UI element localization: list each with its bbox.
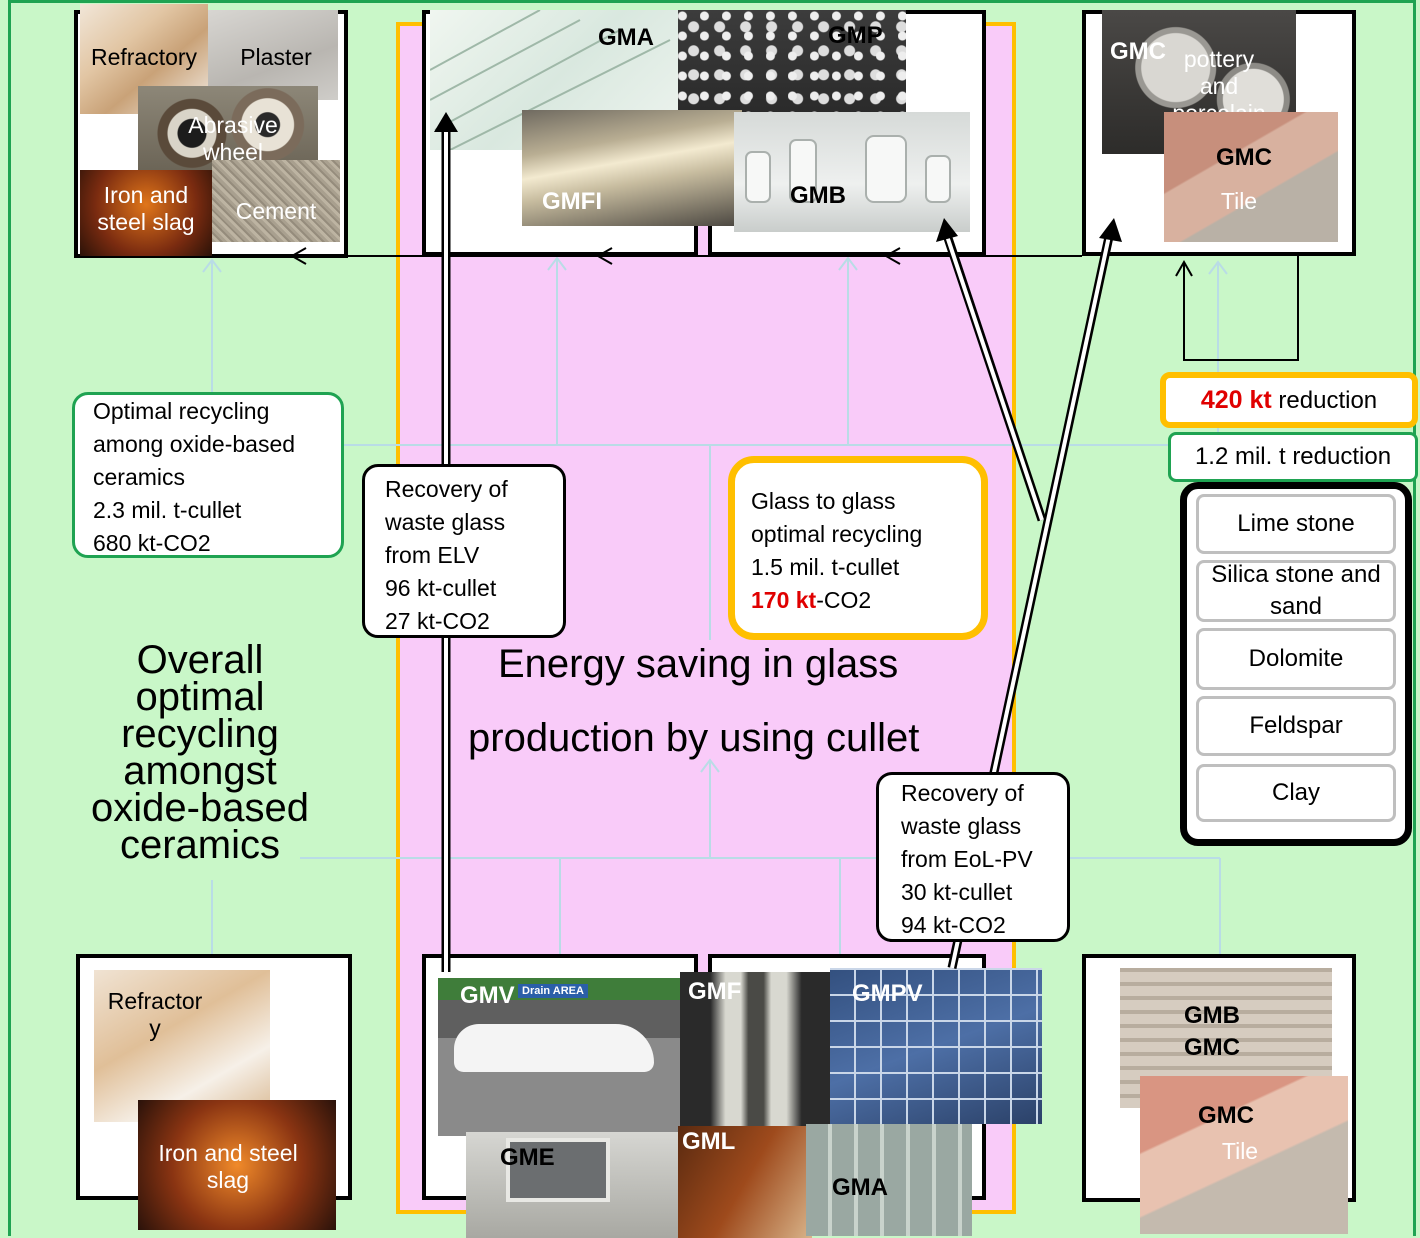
gmf-fluorescent-photo: GMF <box>680 972 832 1126</box>
gma-building-photo: GMA <box>806 1124 972 1236</box>
car-body <box>454 1024 654 1072</box>
center-title-line2: production by using cullet <box>468 716 920 760</box>
gmc-tag-bottom-2: GMC <box>1198 1102 1254 1129</box>
g2g-line-3: 1.5 mil. t-cullet <box>751 554 900 580</box>
material-dolomite: Dolomite <box>1196 628 1396 690</box>
tile-photo-top: GMC Tile <box>1164 112 1338 242</box>
overall-line-1: Overall <box>136 638 264 682</box>
gmv-tag: GMV <box>460 982 515 1009</box>
elv-line-5: 27 kt-CO2 <box>385 608 490 634</box>
gmpv-tag: GMPV <box>852 980 923 1007</box>
overall-line-4: amongst <box>123 749 277 793</box>
gmc-tag-pottery: GMC <box>1110 38 1166 65</box>
iron-slag-label-bottom: Iron and steel slag <box>158 1140 298 1193</box>
material-feldspar: Feldspar <box>1196 696 1396 756</box>
ceramics-line-3: ceramics <box>93 464 186 490</box>
cement-photo: Cement <box>212 160 340 242</box>
material-lime-stone: Lime stone <box>1196 494 1396 554</box>
ceramics-line-4: 2.3 mil. t-cullet <box>93 497 242 523</box>
iron-slag-label-top: Iron and steel slag <box>97 182 195 235</box>
tile-photo-bottom: GMC Tile <box>1140 1076 1348 1234</box>
pv-recovery-box: Recovery of waste glass from EoL-PV 30 k… <box>876 772 1070 942</box>
tile-label-bottom: Tile <box>1221 1138 1259 1164</box>
gmfi-tag: GMFI <box>542 188 602 215</box>
gmb-bottles-photo: GMB <box>734 112 970 232</box>
elv-line-4: 96 kt-cullet <box>385 575 497 601</box>
reduction-420-box: 420 kt reduction <box>1160 372 1418 428</box>
refractory-photo-bottom: Refractor y <box>94 970 270 1122</box>
glass-to-glass-box: Glass to glass optimal recycling 1.5 mil… <box>728 456 988 640</box>
ceramics-line-2: among oxide-based <box>93 431 296 457</box>
crt-screen <box>506 1138 610 1202</box>
pv-line-1: Recovery of <box>901 780 1024 806</box>
g2g-co2-value: 170 kt <box>751 587 817 613</box>
overall-line-3: recycling <box>121 712 279 756</box>
overall-line-5: oxide-based <box>91 786 309 830</box>
abrasive-wheel-photo: Abrasive wheel <box>138 86 318 172</box>
reduction-420-value: 420 kt <box>1200 386 1272 414</box>
center-title-line1: Energy saving in glass <box>498 642 899 686</box>
plaster-photo: Plaster <box>208 10 338 100</box>
gmf-tag: GMF <box>688 978 742 1005</box>
material-silica: Silica stone and sand <box>1196 560 1396 622</box>
g2g-co2-unit: -CO2 <box>816 587 872 613</box>
gmp-tag: GMP <box>828 22 883 49</box>
flat-glass-sheets <box>430 10 671 150</box>
gma-tag-top: GMA <box>598 24 654 51</box>
gma-tag-bottom: GMA <box>832 1174 888 1201</box>
elv-line-2: waste glass <box>385 509 506 535</box>
gmpv-solar-photo: GMPV <box>830 968 1042 1124</box>
gml-lighting-photo: GML <box>678 1126 812 1238</box>
pv-line-4: 30 kt-cullet <box>901 879 1013 905</box>
elv-line-3: from ELV <box>385 542 480 568</box>
overall-title: Overall optimal recycling amongst oxide-… <box>58 638 342 867</box>
gml-tag: GML <box>682 1128 736 1155</box>
g2g-co2-line: 170 kt-CO2 <box>751 584 981 617</box>
gmc-tag-tile-top: GMC <box>1216 144 1272 171</box>
gmfi-fiber-photo: GMFI <box>522 110 742 226</box>
iron-slag-photo-top: Iron and steel slag <box>80 170 212 256</box>
reduction-420-text: reduction <box>1271 387 1378 414</box>
overall-line-2: optimal <box>135 675 265 719</box>
gme-tag: GME <box>500 1144 555 1171</box>
reduction-12-text: 1.2 mil. t reduction <box>1194 443 1392 470</box>
plaster-label: Plaster <box>240 44 312 70</box>
gmc-tag-bottom-1: GMC <box>1184 1034 1240 1061</box>
drain-sign: Drain AREA <box>518 984 588 998</box>
elv-recovery-box: Recovery of waste glass from ELV 96 kt-c… <box>362 464 566 638</box>
g2g-line-1: Glass to glass <box>751 488 896 514</box>
gme-crt-photo: GME <box>466 1132 678 1238</box>
tile-label-top: Tile <box>1220 188 1258 214</box>
g2g-line-2: optimal recycling <box>751 521 923 547</box>
gmv-car-photo: Drain AREA GMV <box>438 978 682 1136</box>
elv-line-1: Recovery of <box>385 476 508 502</box>
reduction-12-box: 1.2 mil. t reduction <box>1168 432 1418 482</box>
pv-line-3: from EoL-PV <box>901 846 1033 872</box>
ceramics-recycling-box: Optimal recycling among oxide-based cera… <box>72 392 344 558</box>
outer-border <box>8 0 1416 1236</box>
gmb-tag-bottom: GMB <box>1184 1002 1240 1029</box>
gmb-tag-top: GMB <box>790 182 846 209</box>
ceramics-line-5: 680 kt-CO2 <box>93 530 211 556</box>
pv-line-2: waste glass <box>901 813 1022 839</box>
bottle-shapes <box>745 135 951 203</box>
pv-line-5: 94 kt-CO2 <box>901 912 1006 938</box>
refractory-label-bottom: Refractor y <box>107 988 203 1041</box>
ceramics-line-1: Optimal recycling <box>93 398 270 424</box>
refractory-label: Refractory <box>90 44 198 70</box>
material-clay: Clay <box>1196 764 1396 822</box>
cement-label: Cement <box>235 198 317 224</box>
iron-slag-photo-bottom: Iron and steel slag <box>138 1100 336 1230</box>
overall-line-6: ceramics <box>119 823 281 867</box>
